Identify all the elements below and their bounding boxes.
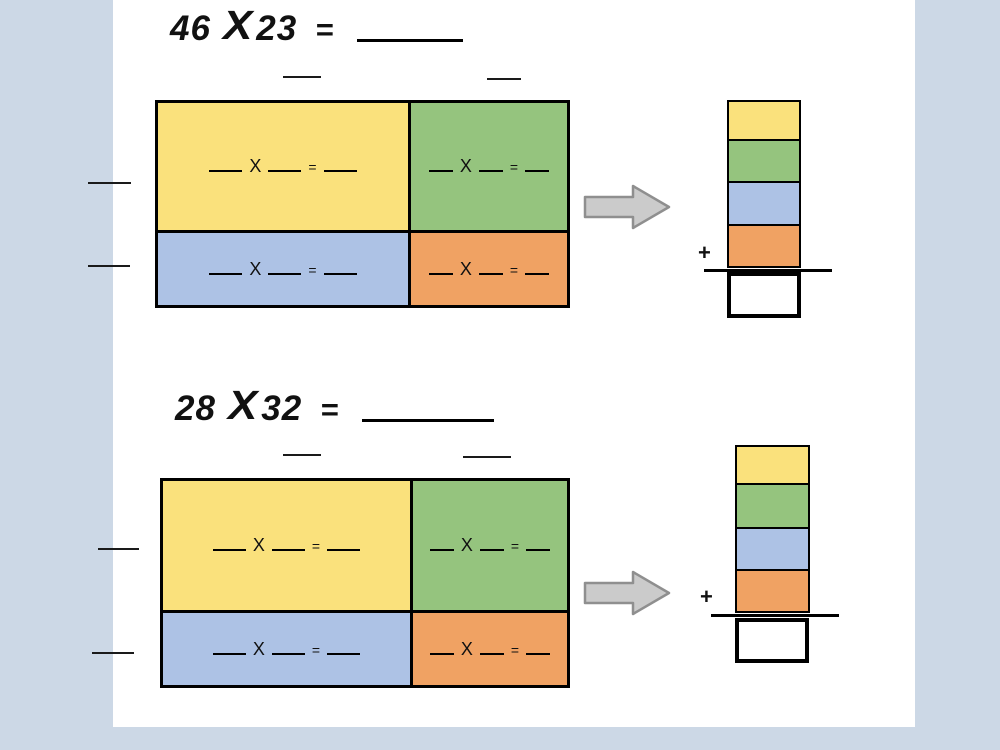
- cell-equation: X =: [428, 258, 550, 280]
- equals-sign: =: [311, 538, 321, 554]
- cell-equation: X =: [212, 535, 361, 556]
- arrow-right-icon: [583, 569, 673, 624]
- answer-blank[interactable]: [429, 541, 454, 551]
- times-sign: X: [459, 156, 472, 176]
- answer-blank[interactable]: [525, 162, 550, 172]
- area-cell-green: X =: [413, 481, 567, 613]
- cell-equation: X =: [429, 535, 551, 556]
- times-sign: X: [459, 258, 472, 279]
- times-sign: X: [252, 535, 265, 555]
- equals-sign: =: [320, 392, 339, 427]
- factor-b: 23: [256, 9, 298, 48]
- answer-blank[interactable]: [323, 162, 357, 172]
- answer-blank[interactable]: [428, 162, 453, 172]
- area-cell-orange: X =: [413, 613, 567, 685]
- answer-blank[interactable]: [479, 645, 504, 655]
- factor-b: 32: [261, 389, 303, 428]
- factor-a: 46: [170, 9, 211, 48]
- equals-sign: =: [311, 641, 321, 658]
- answer-blank[interactable]: [212, 541, 246, 551]
- times-sign: X: [460, 638, 473, 659]
- stack-box-orange: [735, 569, 810, 613]
- answer-blank[interactable]: [327, 645, 361, 655]
- plus-sign: +: [700, 584, 713, 609]
- product-answer-blank[interactable]: [362, 419, 495, 422]
- equals-sign: =: [509, 159, 519, 175]
- partial-products-stack: [727, 100, 801, 268]
- stack-box-blue: [727, 181, 801, 226]
- left-decomposition-blank[interactable]: [98, 548, 139, 550]
- top-decomposition-blank[interactable]: [283, 454, 321, 456]
- area-cell-blue: X =: [163, 613, 413, 685]
- equals-sign: =: [510, 538, 520, 554]
- area-cell-green: X =: [411, 103, 567, 233]
- stack-box-green: [735, 483, 810, 529]
- top-decomposition-blank[interactable]: [283, 76, 321, 78]
- partial-products-stack: [735, 445, 810, 613]
- times-sign: X: [227, 383, 258, 429]
- cell-equation: X =: [209, 258, 357, 280]
- answer-blank[interactable]: [327, 541, 361, 551]
- answer-blank[interactable]: [428, 265, 453, 275]
- stack-box-blue: [735, 527, 810, 571]
- problem-title: 46 X 23 =: [170, 3, 464, 49]
- equals-sign: =: [315, 12, 334, 47]
- equals-sign: =: [308, 261, 317, 278]
- product-answer-blank[interactable]: [357, 39, 464, 42]
- left-decomposition-blank[interactable]: [92, 652, 134, 654]
- answer-blank[interactable]: [212, 645, 246, 655]
- answer-blank[interactable]: [323, 265, 357, 275]
- times-sign: X: [249, 156, 262, 176]
- area-cell-blue: X =: [158, 233, 411, 305]
- cell-equation: X =: [212, 638, 361, 660]
- plus-sign: +: [698, 240, 711, 265]
- answer-blank[interactable]: [525, 265, 550, 275]
- sum-line: [704, 269, 832, 272]
- equals-sign: =: [510, 641, 520, 658]
- cell-equation: X =: [209, 156, 357, 177]
- area-model-box: X = X = X: [155, 100, 570, 308]
- factor-a: 28: [175, 389, 216, 428]
- answer-blank[interactable]: [478, 265, 503, 275]
- sum-answer-box[interactable]: [727, 272, 801, 318]
- sum-answer-box[interactable]: [735, 618, 809, 663]
- answer-blank[interactable]: [268, 265, 302, 275]
- area-model-box: X = X = X: [160, 478, 570, 688]
- equals-sign: =: [308, 159, 317, 175]
- answer-blank[interactable]: [209, 162, 243, 172]
- answer-blank[interactable]: [479, 541, 504, 551]
- sum-line: [711, 614, 839, 617]
- times-sign: X: [249, 258, 262, 279]
- answer-blank[interactable]: [268, 162, 302, 172]
- times-sign: X: [252, 638, 265, 659]
- answer-blank[interactable]: [271, 645, 305, 655]
- top-decomposition-blank[interactable]: [463, 456, 511, 458]
- stack-box-orange: [727, 224, 801, 268]
- answer-blank[interactable]: [478, 162, 503, 172]
- answer-blank[interactable]: [526, 541, 551, 551]
- top-decomposition-blank[interactable]: [487, 78, 521, 80]
- left-decomposition-blank[interactable]: [88, 182, 131, 184]
- times-sign: X: [460, 535, 473, 555]
- area-cell-yellow: X =: [158, 103, 411, 233]
- cell-equation: X =: [428, 156, 550, 177]
- answer-blank[interactable]: [209, 265, 243, 275]
- answer-blank[interactable]: [429, 645, 454, 655]
- equals-sign: =: [509, 261, 519, 278]
- cell-equation: X =: [429, 638, 551, 660]
- times-sign: X: [222, 3, 253, 49]
- answer-blank[interactable]: [526, 645, 551, 655]
- answer-blank[interactable]: [271, 541, 305, 551]
- stack-box-yellow: [735, 445, 810, 485]
- left-decomposition-blank[interactable]: [88, 265, 130, 267]
- stack-box-green: [727, 139, 801, 183]
- arrow-right-icon: [583, 183, 673, 238]
- area-cell-orange: X =: [411, 233, 567, 305]
- problem-title: 28 X 32 =: [175, 383, 495, 429]
- stack-box-yellow: [727, 100, 801, 141]
- area-cell-yellow: X =: [163, 481, 413, 613]
